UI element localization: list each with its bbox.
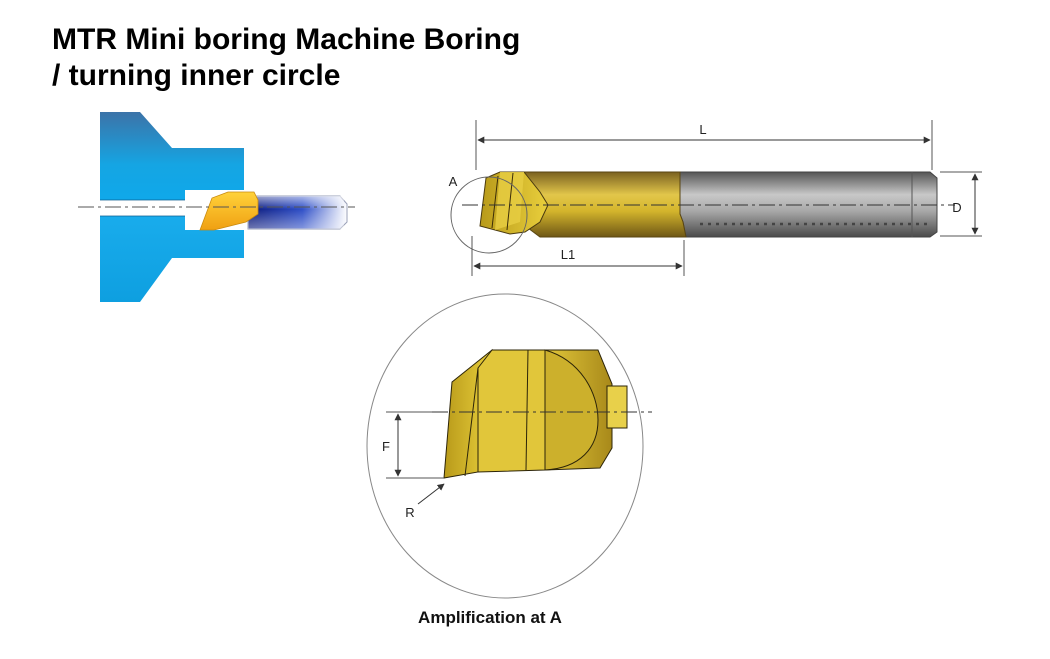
tool-head-edge: [506, 172, 514, 231]
insert-detail-edge: [525, 349, 529, 471]
page-title: MTR Mini boring Machine Boring / turning…: [52, 22, 520, 94]
leader-line-r: [417, 483, 445, 505]
dimension-d: D: [940, 171, 982, 237]
boring-bar: [247, 195, 348, 230]
insert-detail-flat: [606, 385, 628, 429]
page-title-line-2: / turning inner circle: [52, 59, 341, 92]
label-r: R: [405, 505, 414, 520]
cutting-insert-small: [199, 191, 259, 231]
label-d: D: [952, 200, 961, 215]
label-f: F: [382, 439, 390, 454]
insert-detail: [443, 348, 628, 479]
workpiece-section: [100, 112, 244, 302]
tool-head-edge: [491, 175, 499, 229]
detail-circle-a: [450, 176, 528, 254]
dimension-r: R: [405, 483, 445, 520]
insert-detail-edge: [464, 367, 479, 477]
dimension-f: F: [382, 411, 444, 479]
label-l1: L1: [561, 247, 575, 262]
label-l: L: [699, 122, 706, 137]
insert-detail-mid-face: [477, 349, 546, 473]
tool-head-face: [495, 172, 524, 230]
caption: Amplification at A: [418, 608, 562, 627]
boring-bar-highlight: [248, 196, 344, 229]
dimension-l: L: [475, 120, 933, 170]
workpiece-upper-half: [100, 112, 244, 200]
dimension-l1: L1: [471, 236, 685, 276]
amplification-ellipse: [366, 293, 644, 599]
label-a: A: [449, 174, 458, 189]
workpiece-lower-half: [100, 216, 244, 302]
insert-detail-curved-face: [544, 349, 599, 471]
page-title-line-1: MTR Mini boring Machine Boring: [52, 23, 521, 56]
